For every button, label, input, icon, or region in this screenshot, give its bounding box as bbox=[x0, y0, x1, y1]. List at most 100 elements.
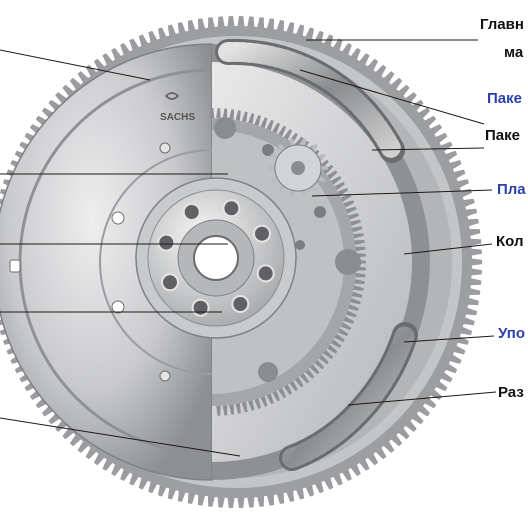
leader-left-5 bbox=[0, 417, 241, 457]
hub-bolt bbox=[182, 203, 201, 221]
gear-tooth bbox=[309, 364, 320, 375]
gear-tooth bbox=[276, 491, 285, 504]
sachs-logo: SACHS bbox=[160, 92, 195, 123]
central-hub bbox=[135, 177, 297, 339]
leader-left-1 bbox=[0, 49, 151, 81]
gear-tooth bbox=[343, 316, 355, 324]
gear-tooth bbox=[300, 373, 310, 384]
leader-spring-pack-1 bbox=[299, 69, 485, 125]
gear-tooth bbox=[268, 165, 277, 171]
gear-tooth bbox=[323, 164, 334, 174]
leader-stop bbox=[403, 335, 495, 343]
gear-tooth bbox=[468, 238, 482, 247]
gear-tooth bbox=[235, 403, 241, 414]
gear-tooth bbox=[241, 401, 248, 413]
gear-tooth bbox=[354, 240, 365, 245]
gear-tooth bbox=[247, 495, 255, 508]
plate-hole bbox=[335, 249, 361, 275]
cover-rivet bbox=[111, 300, 125, 314]
gear-tooth bbox=[198, 492, 206, 506]
gear-tooth bbox=[353, 233, 364, 239]
svg-text:SACHS: SACHS bbox=[160, 112, 195, 123]
gear-tooth bbox=[248, 400, 255, 411]
gear-tooth bbox=[343, 200, 355, 208]
gear-tooth bbox=[466, 297, 479, 306]
gear-tooth bbox=[278, 125, 287, 137]
gear-tooth bbox=[266, 119, 274, 131]
gear-tooth bbox=[283, 129, 293, 140]
cover-rivet bbox=[159, 370, 171, 382]
plate-hole bbox=[214, 117, 236, 139]
gear-tooth bbox=[229, 404, 234, 415]
gear-tooth bbox=[319, 165, 328, 171]
plate-hole bbox=[258, 362, 278, 382]
gear-tooth bbox=[340, 194, 352, 202]
gear-tooth bbox=[468, 277, 482, 286]
gear-tooth bbox=[227, 495, 235, 508]
plate-hole bbox=[295, 240, 305, 250]
gear-tooth bbox=[355, 272, 366, 278]
leader-planetary bbox=[311, 189, 493, 197]
gear-tooth bbox=[346, 310, 357, 318]
gear-tooth bbox=[466, 218, 479, 227]
label-ring: Кол bbox=[496, 233, 524, 250]
gear-tooth bbox=[464, 307, 478, 316]
gear-tooth bbox=[289, 380, 298, 392]
gear-tooth bbox=[216, 108, 221, 119]
gear-tooth bbox=[256, 494, 265, 507]
gear-tooth bbox=[464, 208, 478, 217]
gear-tooth bbox=[278, 387, 287, 399]
leader-spring-pack-2 bbox=[371, 147, 485, 151]
gear-tooth bbox=[177, 489, 187, 502]
gear-tooth bbox=[222, 108, 228, 119]
gear-tooth bbox=[247, 16, 255, 29]
cover-rivet bbox=[159, 142, 171, 154]
plate-hole bbox=[314, 206, 326, 218]
gear-tooth bbox=[327, 344, 338, 354]
gear-tooth bbox=[318, 355, 329, 365]
gear-tooth bbox=[217, 16, 225, 29]
cover-plate-recess bbox=[99, 149, 213, 375]
gear-tooth bbox=[337, 187, 349, 196]
gear-tooth bbox=[254, 115, 261, 126]
gear-tooth bbox=[229, 109, 234, 120]
label-spring-pack-1: Паке bbox=[487, 90, 522, 107]
cover-rivet bbox=[111, 211, 125, 225]
label-planetary-gear: Пла bbox=[497, 181, 526, 198]
gear-tooth bbox=[266, 393, 274, 405]
gear-tooth bbox=[285, 489, 295, 502]
gear-tooth bbox=[334, 181, 345, 191]
hub-bolt bbox=[222, 199, 241, 218]
gear-tooth bbox=[340, 322, 352, 330]
planet-axle bbox=[291, 161, 305, 175]
gear-tooth bbox=[469, 248, 482, 256]
gear-tooth bbox=[330, 339, 342, 348]
gear-tooth bbox=[330, 176, 342, 185]
gear-tooth bbox=[467, 229, 481, 237]
gear-tooth bbox=[334, 333, 345, 343]
gear-tooth bbox=[470, 258, 482, 266]
hub-bolt bbox=[191, 298, 210, 317]
gear-tooth bbox=[351, 226, 363, 233]
gear-tooth bbox=[305, 368, 315, 379]
gear-tooth bbox=[237, 495, 245, 508]
gear-tooth bbox=[467, 287, 481, 295]
planetary-gear-wheel bbox=[268, 138, 328, 198]
label-stop: Упо bbox=[498, 325, 525, 342]
gear-tooth bbox=[283, 384, 293, 395]
label-primary-flywheel: Главн bbox=[480, 16, 524, 33]
hub-bolt bbox=[231, 295, 250, 313]
gear-tooth bbox=[266, 492, 274, 506]
gear-tooth bbox=[256, 17, 265, 30]
gear-tooth bbox=[350, 298, 361, 305]
gear-tooth bbox=[217, 495, 225, 508]
gear-tooth bbox=[187, 20, 196, 33]
label-separator: Раз bbox=[498, 384, 524, 401]
gear-tooth bbox=[294, 136, 304, 147]
hub-bolt bbox=[256, 264, 275, 283]
gear-tooth bbox=[351, 291, 363, 298]
gear-tooth bbox=[348, 213, 359, 220]
hub-bolt bbox=[157, 233, 176, 252]
leader-separator bbox=[347, 391, 497, 406]
